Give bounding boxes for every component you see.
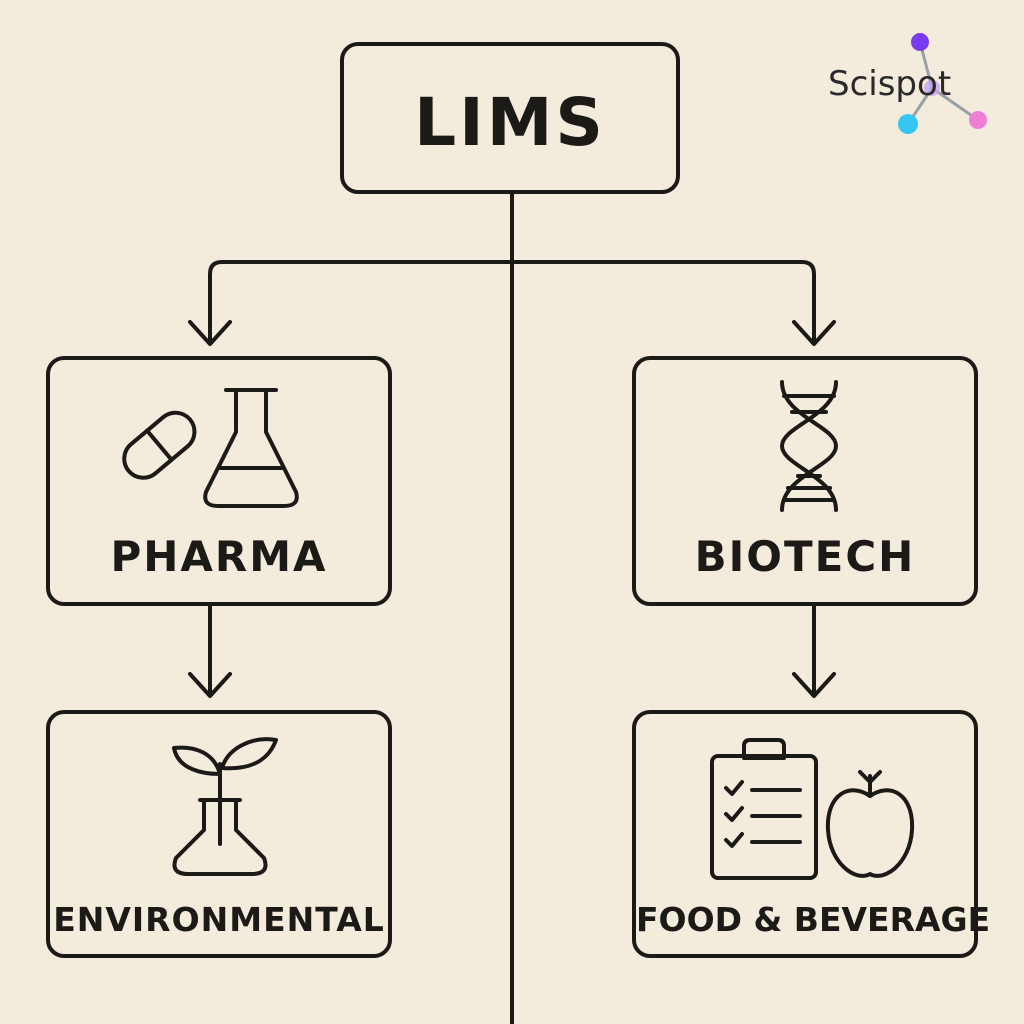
logo-molecule-icon [898,33,987,134]
environmental-node: ENVIRONMENTAL [46,710,392,958]
environmental-label: ENVIRONMENTAL [53,900,385,939]
arrowhead-pharma [188,320,232,346]
arrowhead-biotech [792,320,836,346]
dna-icon [780,380,838,512]
flask-icon [203,388,299,508]
biotech-node: BIOTECH [632,356,978,606]
connector-root-biotech [510,260,816,344]
logo-wordmark: Scispot [828,64,952,104]
lims-node: LIMS [340,42,680,194]
arrowhead-environmental [188,672,232,698]
pharma-node: PHARMA [46,356,392,606]
biotech-label: BIOTECH [694,532,916,581]
food-beverage-node: FOOD & BEVERAGE [632,710,991,958]
connector-root-pharma [208,260,514,344]
scispot-logo: Scispot [828,30,998,140]
sprout-flask-icon [172,737,278,876]
pharma-label: PHARMA [110,532,328,581]
pill-icon [122,410,197,480]
lims-label: LIMS [414,84,606,161]
food-beverage-label: FOOD & BEVERAGE [636,900,991,939]
apple-icon [825,770,915,878]
clipboard-checklist-icon [710,738,818,880]
arrowhead-food [792,672,836,698]
